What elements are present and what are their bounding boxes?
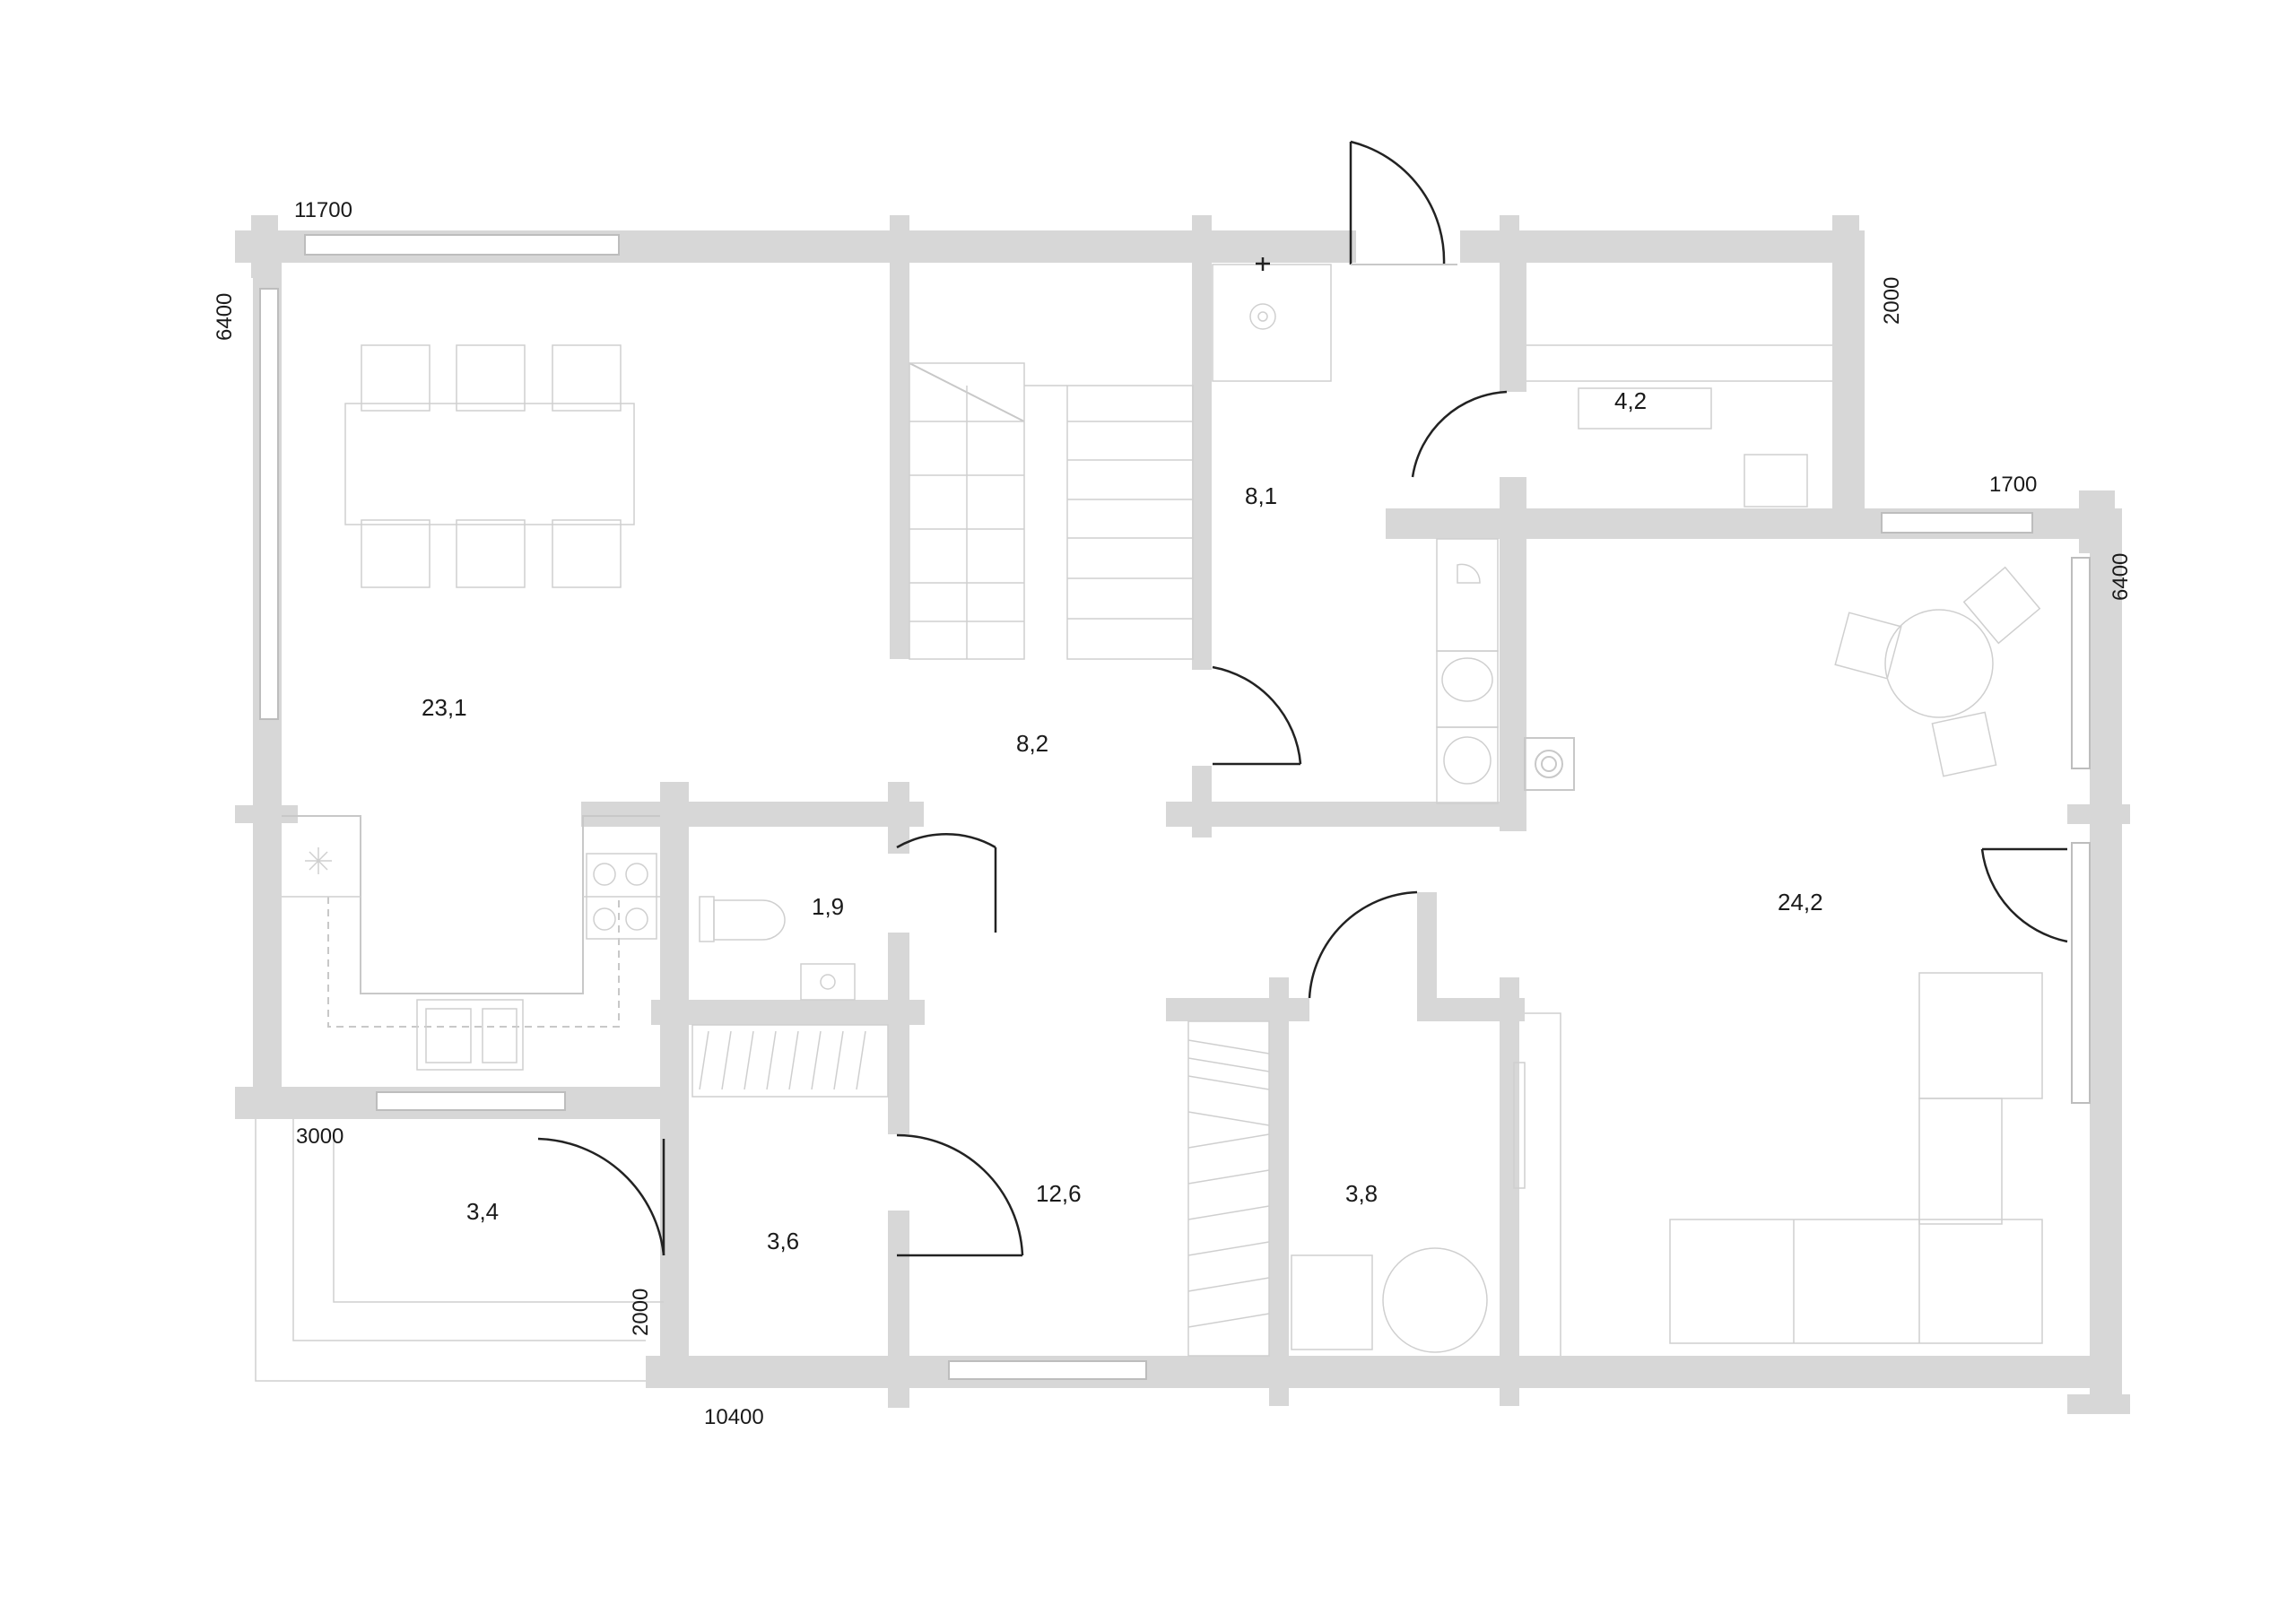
dimension-labels: 11700 6400 2000 1700 6400 3000 2000 1040… [213, 198, 2133, 1429]
area-corridor: 12,6 [1036, 1180, 1082, 1207]
staircase [909, 257, 1332, 660]
dining-set [344, 344, 635, 588]
bathroom-fixtures [1291, 538, 1575, 1353]
area-wc: 1,9 [812, 893, 844, 920]
area-terrace: 3,4 [466, 1198, 499, 1225]
area-storage: 4,2 [1614, 387, 1647, 414]
dim-top-right: 2000 [1880, 277, 1904, 325]
area-living: 24,2 [1778, 889, 1823, 916]
wardrobe-corridor [1187, 1020, 1270, 1357]
dim-top-left: 11700 [294, 198, 352, 222]
living-furniture [1513, 566, 2043, 1356]
dim-left-top: 6400 [213, 293, 237, 341]
kitchen-counter [282, 815, 660, 1071]
dim-right: 6400 [2109, 553, 2133, 601]
room-labels: 23,1 8,2 8,1 4,2 24,2 1,9 12,6 3,4 3,6 3… [422, 387, 1823, 1254]
windows [259, 234, 2091, 1380]
area-vestibule: 3,6 [767, 1228, 799, 1254]
terrace-outline [255, 1119, 664, 1382]
dim-right-step: 1700 [1989, 473, 2037, 497]
wc-fixtures [691, 896, 889, 1098]
doors [537, 140, 2068, 1257]
dim-bottom-left-top: 3000 [296, 1124, 344, 1149]
storage-shelves [1526, 344, 1832, 508]
dim-bottom: 10400 [704, 1405, 764, 1429]
area-stair-hall: 8,1 [1245, 482, 1277, 509]
area-hall: 8,2 [1016, 730, 1048, 757]
area-bathroom: 3,8 [1345, 1180, 1378, 1207]
area-dining-kitchen: 23,1 [422, 694, 467, 721]
walls [235, 215, 2130, 1414]
dim-bottom-left-side: 2000 [629, 1289, 653, 1336]
